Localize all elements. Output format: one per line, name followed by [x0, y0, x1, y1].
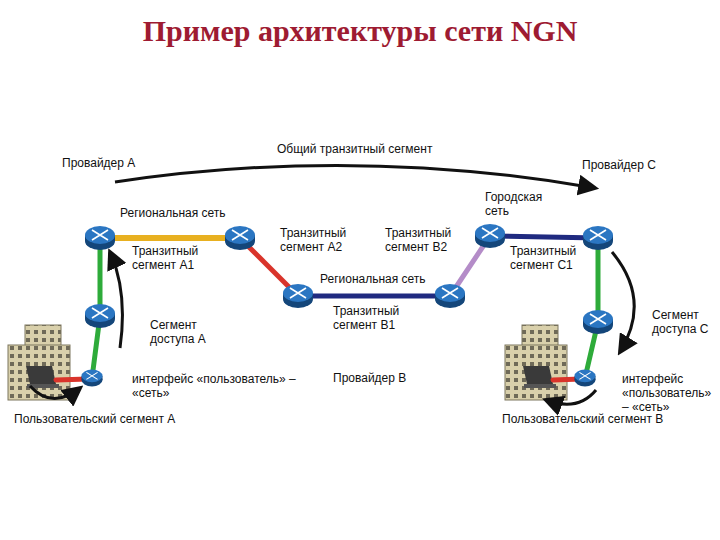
segment-label: Пользовательский сегмент А — [14, 412, 214, 426]
segment-label: Сегмент доступа А — [150, 318, 225, 346]
segment-label: Транзитный сегмент В1 — [333, 304, 413, 332]
segment-label: Пользовательский сегмент В — [502, 412, 702, 426]
network-name: Городская сеть — [485, 190, 549, 218]
segment-label: Транзитный сегмент А2 — [280, 226, 360, 254]
network-name: Региональная сеть — [320, 272, 426, 286]
flow-arrows — [30, 252, 634, 404]
provider-cloud: Провайдер АРегиональная сеть — [55, 182, 277, 397]
segment-label: Транзитный сегмент А1 — [132, 244, 212, 272]
segment-label: интерфейс «пользователь» – «сеть» — [132, 372, 307, 400]
provider-cloud: Провайдер СГородская сеть — [455, 188, 645, 398]
slide-title: Пример архитектуры сети NGN — [0, 14, 720, 48]
segment-lines — [56, 236, 598, 380]
provider-name: Провайдер В — [333, 371, 406, 385]
routers — [82, 224, 614, 386]
transit-arrow — [115, 165, 595, 188]
provider-name: Провайдер А — [62, 156, 135, 170]
network-name: Региональная сеть — [120, 206, 226, 220]
edge-label: Общий транзитный сегмент — [274, 142, 435, 156]
provider-name: Провайдер С — [582, 158, 656, 172]
segment-label: Сегмент доступа С — [652, 308, 718, 336]
cloud-outline — [455, 188, 645, 398]
segment-label: Транзитный сегмент В2 — [385, 226, 465, 254]
segment-label: Транзитный сегмент С1 — [510, 244, 590, 272]
segment-label: интерфейс «пользователь» – «сеть» — [622, 372, 718, 414]
